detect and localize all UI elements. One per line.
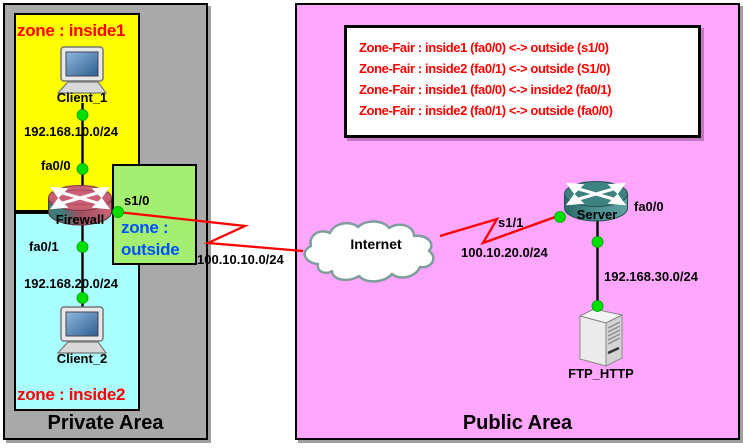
server-router-icon (564, 181, 628, 222)
wan-link-internet-server (439, 214, 559, 246)
rule-line-2: Zone-Fair : inside2 (fa0/1) <-> outside … (359, 61, 611, 76)
zone-pair-rules-box: Zone-Fair : inside1 (fa0/0) <-> outside … (344, 25, 701, 138)
internet-cloud (303, 220, 435, 283)
ftp-http-label: FTP_HTTP (568, 366, 634, 381)
server-fa0-0-label: fa0/0 (634, 199, 664, 214)
rule-line-4: Zone-Fair : inside2 (fa0/1) <-> outside … (359, 103, 613, 118)
network1-label: 192.168.10.0/24 (24, 124, 118, 139)
fa0-0-label: fa0/0 (41, 158, 71, 173)
zone-inside1-label: zone : inside1 (17, 21, 126, 40)
public-area-title: Public Area (462, 412, 573, 434)
zone-outside-label-line2: outside (121, 240, 180, 259)
server-label: Server (576, 207, 618, 222)
network3-label: 192.168.30.0/24 (604, 269, 698, 284)
zone-inside2-label: zone : inside2 (17, 385, 126, 404)
client2-label: Client_2 (56, 351, 108, 366)
client1-label: Client_1 (56, 90, 108, 105)
internet-label: Internet (350, 236, 402, 252)
client2-computer-icon (56, 306, 108, 354)
wan-right-network-label: 100.10.20.0/24 (461, 245, 548, 260)
client1-computer-icon (56, 46, 108, 94)
wan-left-network-label: 100.10.10.0/24 (197, 252, 284, 267)
firewall-router-icon (48, 185, 112, 226)
rule-line-1: Zone-Fair : inside1 (fa0/0) <-> outside … (359, 40, 609, 55)
private-area-title: Private Area (47, 412, 164, 434)
s1-0-label: s1/0 (124, 193, 150, 208)
wan-link-firewall-internet (117, 210, 304, 253)
fa0-1-label: fa0/1 (29, 239, 59, 254)
firewall-label: Firewall (55, 212, 105, 227)
ftp-http-server-icon (578, 308, 624, 367)
zone-outside-label-line1: zone : (121, 218, 169, 237)
rule-line-3: Zone-Fair : inside1 (fa0/0) <-> inside2 … (359, 82, 612, 97)
network2-label: 192.168.20.0/24 (24, 276, 118, 291)
s1-1-label: s1/1 (498, 215, 524, 230)
